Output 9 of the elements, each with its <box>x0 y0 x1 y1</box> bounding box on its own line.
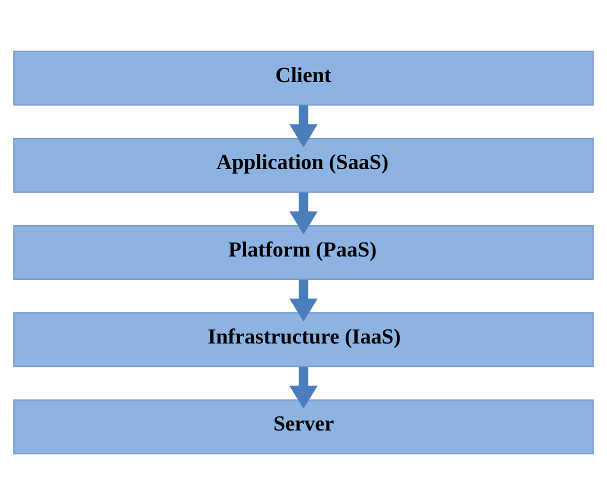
arrow <box>289 192 318 234</box>
arrow <box>289 279 318 322</box>
arrow <box>289 104 318 147</box>
node-box: Server <box>13 398 594 454</box>
arrow <box>289 366 318 408</box>
node-box: Application (SaaS) <box>13 137 594 192</box>
node-box: Client <box>13 50 594 106</box>
node-box: Platform (PaaS) <box>13 224 594 280</box>
node-box: Infrastructure (IaaS) <box>13 312 594 367</box>
